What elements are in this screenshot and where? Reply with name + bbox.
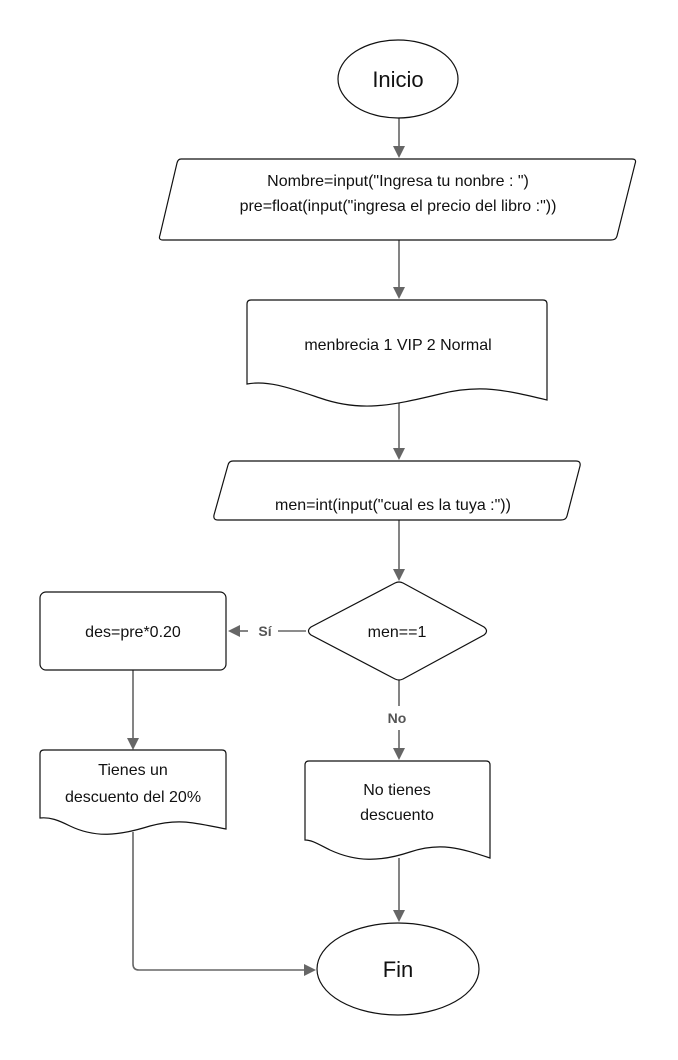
connectors (127, 118, 405, 976)
choice-node-label: men=int(input("cual es la tuya :")) (275, 497, 511, 514)
connector-input-to-membership (393, 240, 405, 299)
input-node: Nombre=input("Ingresa tu nonbre : ") pre… (158, 158, 637, 241)
connector-discount-msg-to-end (132, 832, 316, 976)
choice-node: men=int(input("cual es la tuya :")) (213, 460, 581, 521)
no-discount-msg-node: No tienes descuento (304, 760, 491, 860)
discount-calc-label: des=pre*0.20 (85, 624, 181, 641)
start-node-label: Inicio (372, 67, 423, 92)
connector-decision-yes (228, 625, 306, 637)
yes-branch-label: Sí (258, 623, 272, 639)
membership-node: menbrecia 1 VIP 2 Normal (246, 299, 548, 407)
discount-msg-line1: Tienes un (98, 762, 168, 779)
connector-decision-no (393, 680, 405, 760)
connector-membership-to-choice (393, 398, 405, 460)
input-node-line1: Nombre=input("Ingresa tu nonbre : ") (267, 173, 529, 190)
discount-calc-node: des=pre*0.20 (39, 591, 227, 671)
decision-node: men==1 (307, 581, 488, 681)
discount-msg-node: Tienes un descuento del 20% (39, 749, 227, 835)
no-branch-label: No (388, 710, 407, 726)
discount-msg-line2: descuento del 20% (65, 789, 201, 806)
connector-no-discount-msg-to-end (393, 858, 405, 922)
end-node-label: Fin (383, 957, 414, 982)
connector-calc-to-discount-msg (127, 670, 139, 750)
no-discount-msg-line2: descuento (360, 807, 434, 824)
membership-node-label: menbrecia 1 VIP 2 Normal (304, 337, 491, 354)
end-node: Fin (316, 922, 480, 1016)
connector-start-to-input (393, 118, 405, 158)
decision-node-label: men==1 (368, 624, 427, 641)
input-node-line2: pre=float(input("ingresa el precio del l… (240, 198, 557, 215)
start-node: Inicio (337, 39, 459, 119)
connector-choice-to-decision (393, 520, 405, 581)
no-discount-msg-line1: No tienes (363, 782, 431, 799)
